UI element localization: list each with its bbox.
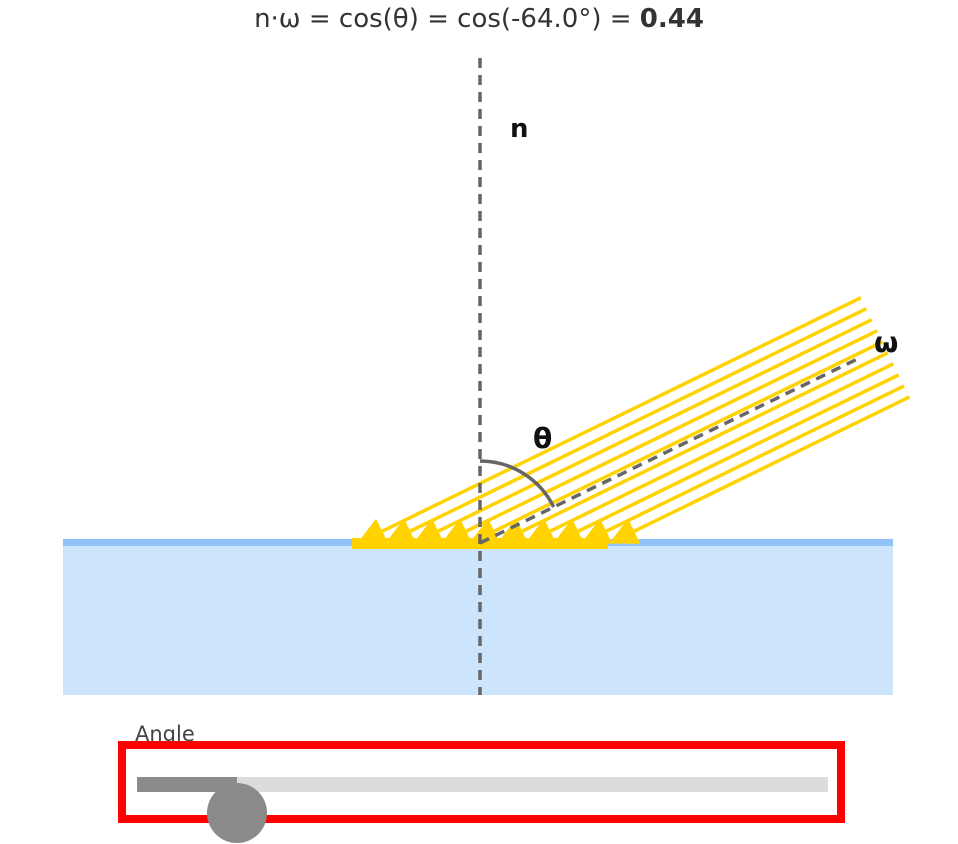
theta-label: θ	[533, 422, 552, 455]
formula-result: 0.44	[639, 4, 704, 34]
normal-label: n	[510, 114, 529, 144]
angle-slider[interactable]	[137, 777, 828, 843]
light-ray	[497, 351, 889, 544]
light-ray	[469, 340, 884, 544]
formula-text: n·ω = cos(θ) = cos(-64.0°) =	[254, 4, 640, 34]
dot-product-formula: n·ω = cos(θ) = cos(-64.0°) = 0.44	[0, 4, 958, 34]
light-ray	[357, 296, 862, 544]
light-ray	[385, 307, 868, 544]
angle-slider-highlight	[118, 741, 845, 843]
slider-fill	[137, 777, 237, 792]
light-ray	[441, 329, 878, 544]
surface	[63, 540, 893, 695]
light-ray	[581, 384, 905, 544]
slider-thumb[interactable]	[206, 783, 267, 843]
angle-arc	[479, 459, 556, 508]
light-label: ω	[874, 326, 898, 359]
light-ray	[553, 373, 900, 544]
light-ray	[413, 318, 873, 544]
light-ray	[525, 362, 895, 544]
light-rays	[357, 296, 911, 544]
light-ray	[609, 395, 911, 544]
light-direction-line	[479, 358, 857, 545]
